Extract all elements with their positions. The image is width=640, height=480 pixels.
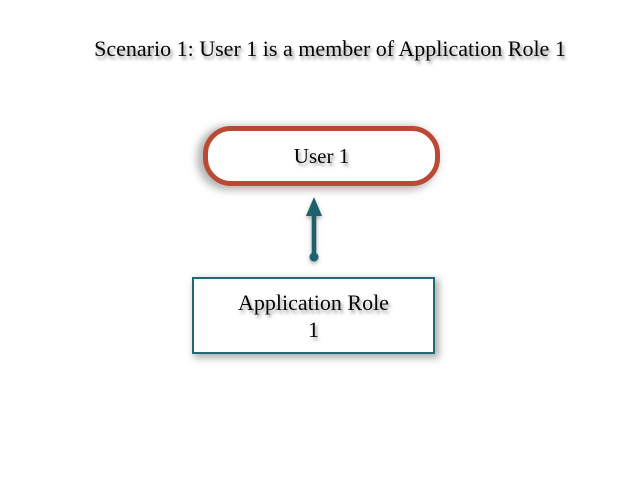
user-node-label: User 1 [293,143,350,168]
application-role-node: Application Role 1 [192,277,435,354]
application-role-node-label-line1: Application Role [238,289,389,315]
arrow-head [306,197,322,216]
user-node: User 1 [203,126,440,186]
up-arrow-connector-icon [306,197,322,262]
slide-title: Scenario 1: User 1 is a member of Applic… [94,36,566,61]
arrow-tail-dot [309,252,319,262]
application-role-node-label-line2: 1 [308,316,319,342]
